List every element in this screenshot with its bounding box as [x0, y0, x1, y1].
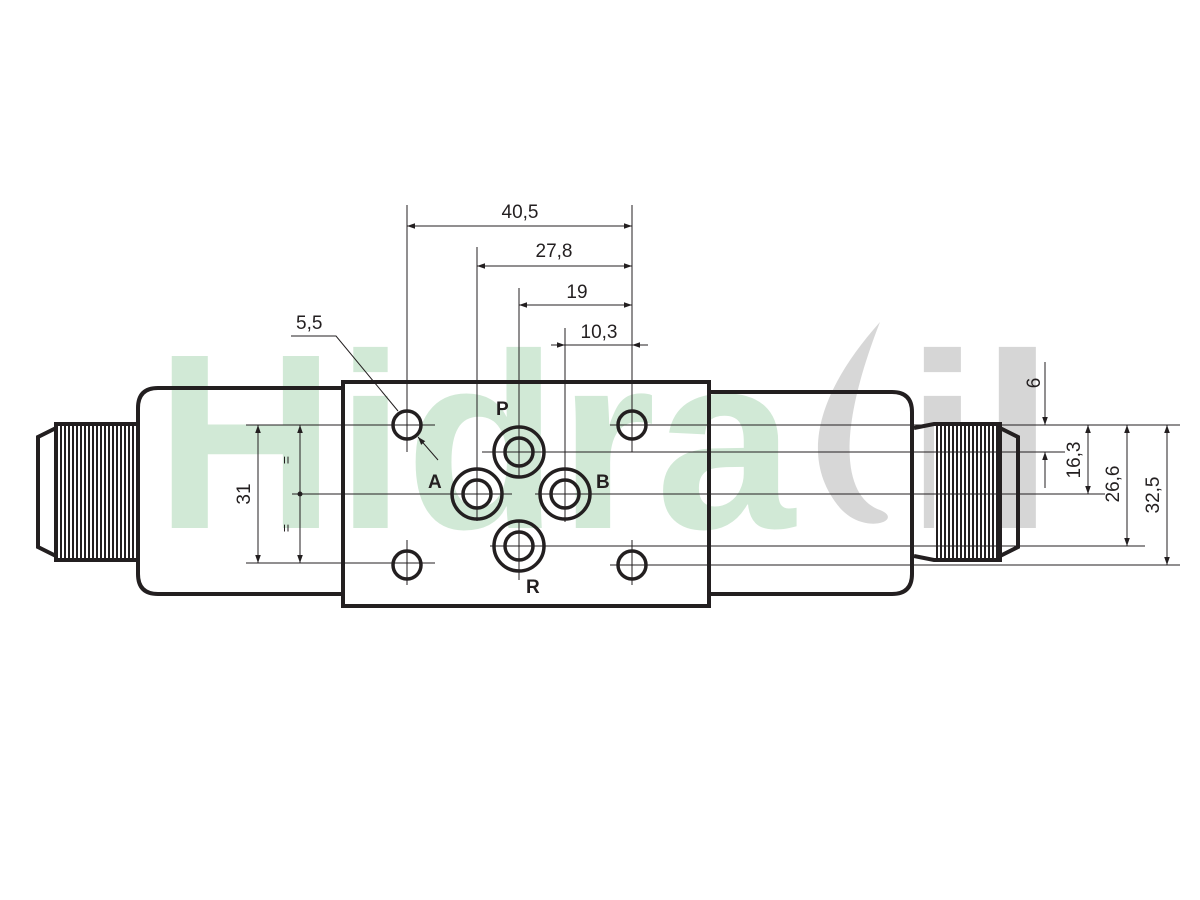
watermark-drop-icon [817, 322, 888, 524]
dimension-32-5: 32,5 [1143, 425, 1170, 565]
equal-mark-upper: = [278, 456, 294, 464]
dimension-equal-halves: = = [278, 425, 303, 563]
port-label-B: B [596, 472, 610, 493]
left-end-cap [36, 424, 58, 560]
centre-lines [246, 205, 1180, 585]
port-P [492, 425, 546, 479]
port-B [538, 467, 592, 521]
right-end-cap [998, 424, 1020, 560]
mounting-hole-bottom-left [391, 549, 423, 581]
port-R [492, 519, 546, 573]
dimension-16-3: 16,3 [1064, 425, 1091, 494]
svg-text:16,3: 16,3 [1064, 442, 1085, 479]
right-knurled-nut [934, 424, 1000, 560]
mounting-hole-top-right [616, 409, 648, 441]
dimension-40-5: 40,5 [407, 202, 632, 229]
dimension-6: 6 [1024, 362, 1048, 488]
right-solenoid [709, 390, 1020, 596]
dimension-26-6: 26,6 [1103, 425, 1130, 546]
svg-text:19: 19 [566, 282, 587, 303]
watermark-logo: Hidra il [155, 302, 1055, 581]
watermark-text-hidra: Hidra [155, 302, 797, 581]
svg-text:26,6: 26,6 [1103, 466, 1124, 503]
svg-text:40,5: 40,5 [502, 202, 539, 223]
port-label-P: P [496, 399, 509, 420]
dimension-19: 19 [519, 282, 632, 308]
dimension-5-5-leader: 5,5 [291, 313, 439, 461]
svg-text:5,5: 5,5 [296, 313, 322, 334]
dimension-10-3: 10,3 [551, 322, 648, 348]
dimension-31: 31 [234, 425, 261, 563]
right-solenoid-body [709, 390, 914, 596]
dimension-27-8: 27,8 [477, 241, 632, 269]
left-solenoid-body [136, 386, 343, 596]
port-label-R: R [526, 577, 540, 598]
svg-text:27,8: 27,8 [536, 241, 573, 262]
svg-text:6: 6 [1024, 378, 1045, 389]
svg-text:10,3: 10,3 [581, 322, 618, 343]
equal-mark-lower: = [278, 524, 294, 532]
left-knurled-nut [56, 424, 136, 560]
port-label-A: A [428, 472, 442, 493]
port-A [450, 467, 504, 521]
left-solenoid [36, 386, 343, 596]
mounting-holes [391, 409, 648, 581]
svg-text:31: 31 [234, 483, 255, 504]
mounting-hole-top-left [391, 409, 423, 441]
mounting-hole-bottom-right [616, 549, 648, 581]
svg-text:32,5: 32,5 [1143, 477, 1164, 514]
